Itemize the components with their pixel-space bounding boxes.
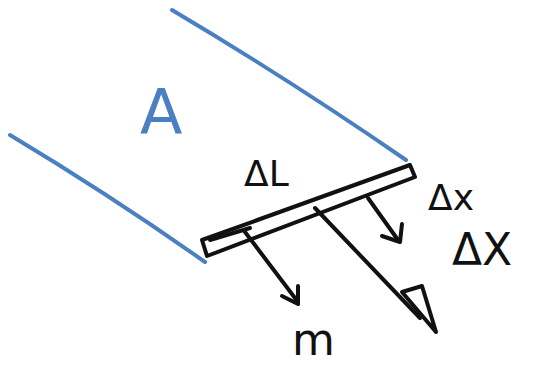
normal-arrow bbox=[245, 232, 298, 302]
area-label: A bbox=[140, 82, 182, 144]
large-vector-label: ΔX bbox=[452, 228, 512, 272]
small-arrow bbox=[382, 224, 402, 242]
large-arrow bbox=[402, 286, 436, 332]
strip-edge bbox=[172, 10, 406, 160]
surface-element bbox=[210, 228, 250, 240]
small-vector-label: Δx bbox=[428, 180, 474, 216]
strip-edge bbox=[10, 135, 205, 262]
normal-arrow bbox=[282, 286, 298, 304]
surface-element bbox=[202, 165, 415, 256]
small-arrow bbox=[368, 198, 398, 240]
normal-label: m bbox=[292, 318, 335, 362]
length-label: ΔL bbox=[244, 156, 289, 192]
large-arrow bbox=[315, 208, 420, 318]
